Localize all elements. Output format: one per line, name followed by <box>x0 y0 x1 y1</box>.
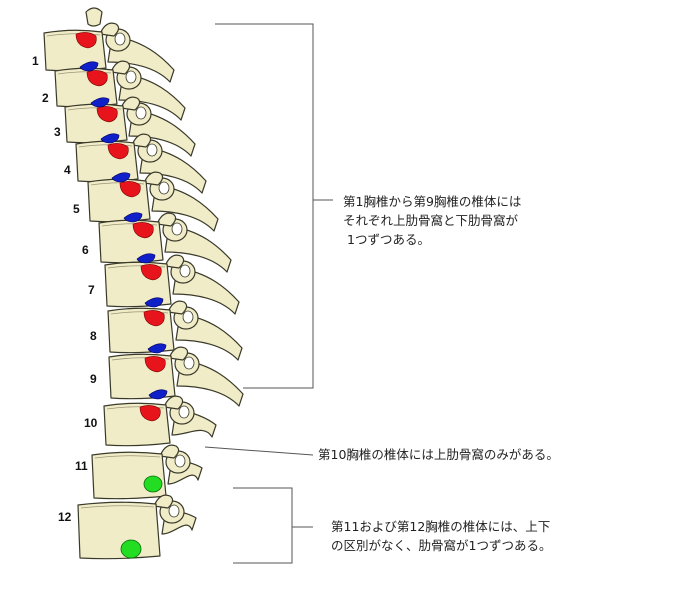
costal-facet-11 <box>143 475 163 493</box>
superior-costal-facet-7 <box>140 264 162 281</box>
transverse-process-facet <box>171 222 183 236</box>
vertebra-label-1: 1 <box>32 54 39 68</box>
inferior-costal-facet-6 <box>136 253 156 264</box>
articular-process <box>163 395 184 410</box>
transverse-process-facet <box>135 106 147 120</box>
vertebra-label-3: 3 <box>54 125 61 139</box>
articular-process <box>131 133 152 148</box>
vertebra-11 <box>91 444 203 500</box>
superior-costal-facet-9 <box>144 356 166 373</box>
articular-process <box>159 444 180 459</box>
transverse-process-facet <box>174 454 186 468</box>
superior-costal-facet-8 <box>143 310 165 327</box>
transverse-process-facet <box>179 264 191 278</box>
body-rim <box>107 265 166 269</box>
annotation-1-9-line3: 1つずつある。 <box>347 232 430 247</box>
annotation-10-line1: 第10胸椎の椎体には上肋骨窩のみがある。 <box>318 447 559 462</box>
vertebra-label-2: 2 <box>42 91 49 105</box>
inferior-costal-facet-5 <box>123 212 143 223</box>
body-rim <box>90 182 145 186</box>
vertebra-label-9: 9 <box>90 372 97 386</box>
transverse-process-facet <box>183 356 195 370</box>
vertebra-label-12: 12 <box>58 510 72 524</box>
bracket-11-12 <box>233 487 293 564</box>
articular-process <box>99 22 120 37</box>
body-rim <box>94 455 161 459</box>
vertebral-body <box>77 501 161 560</box>
transverse-process-facet <box>178 405 190 419</box>
vertebra-label-8: 8 <box>90 329 97 343</box>
transverse-process-facet <box>182 310 194 324</box>
transverse-process-facet <box>168 504 180 518</box>
annotation-1-9-line1: 第1胸椎から第9胸椎の椎体には <box>343 194 522 209</box>
articular-process <box>168 346 189 361</box>
articular-process <box>110 60 131 75</box>
leader-10 <box>204 446 314 456</box>
bracket-1-9 <box>215 23 314 389</box>
inferior-costal-facet-7 <box>144 297 164 308</box>
transverse-process-facet <box>146 143 158 157</box>
body-rim <box>57 71 112 75</box>
annotation-vertebrae-1-9: 第1胸椎から第9胸椎の椎体には それぞれ上肋骨窩と下肋骨窩が 1つずつある。 <box>343 192 521 249</box>
body-rim <box>46 33 101 37</box>
leader-lines <box>204 23 333 564</box>
inferior-costal-facet-9 <box>148 389 168 400</box>
vertebra-label-5: 5 <box>73 202 80 216</box>
body-rim <box>111 357 170 361</box>
superior-costal-facet-6 <box>132 222 154 239</box>
superior-costal-facet-10 <box>139 405 161 422</box>
annotation-vertebra-10: 第10胸椎の椎体には上肋骨窩のみがある。 <box>318 445 559 464</box>
articular-process <box>153 494 174 509</box>
articular-process <box>143 171 164 186</box>
inferior-costal-facet-8 <box>147 343 167 354</box>
transverse-process-facet <box>125 70 137 84</box>
vertebra-label-4: 4 <box>64 163 71 177</box>
superior-costal-facet-5 <box>119 181 141 198</box>
costal-facet-12 <box>120 539 142 559</box>
superior-costal-facet-1 <box>75 32 97 49</box>
annotation-11-12-line2: の区別がなく、肋骨窩が1つずつある。 <box>331 538 552 553</box>
vertebra-5 <box>87 171 219 232</box>
inferior-costal-facet-1 <box>79 61 99 72</box>
transverse-process-facet <box>114 32 126 46</box>
vertebra-label-11: 11 <box>75 459 88 473</box>
articular-process <box>164 254 185 269</box>
annotation-1-9-line2: それぞれ上肋骨窩と下肋骨窩が <box>343 213 519 228</box>
inferior-costal-facet-2 <box>90 97 110 108</box>
body-rim <box>78 144 133 148</box>
inferior-costal-facet-4 <box>111 172 131 183</box>
articular-process <box>120 96 141 111</box>
body-rim <box>80 505 155 509</box>
annotation-vertebrae-11-12: 第11および第12胸椎の椎体には、上下 の区別がなく、肋骨窩が1つずつある。 <box>331 517 551 555</box>
inferior-costal-facet-3 <box>100 133 120 144</box>
vertebra-4 <box>75 133 207 194</box>
vertebra-label-10: 10 <box>84 416 98 430</box>
superior-costal-facet-3 <box>96 106 118 123</box>
articular-process <box>156 212 177 227</box>
vertebra-label-7: 7 <box>88 283 95 297</box>
articular-process <box>167 300 188 315</box>
vertebra-10 <box>103 395 217 447</box>
body-rim <box>67 107 122 111</box>
vertebrae-illustration <box>43 7 244 560</box>
body-rim <box>106 406 165 410</box>
superior-costal-facet-4 <box>107 143 129 160</box>
body-rim <box>101 223 158 227</box>
transverse-process-facet <box>158 181 170 195</box>
annotation-11-12-line1: 第11および第12胸椎の椎体には、上下 <box>331 519 551 534</box>
body-rim <box>110 311 169 315</box>
vertebra-1-top-process <box>85 7 103 27</box>
costal-facets <box>75 32 168 559</box>
vertebra-label-6: 6 <box>82 243 89 257</box>
superior-costal-facet-2 <box>86 70 108 87</box>
